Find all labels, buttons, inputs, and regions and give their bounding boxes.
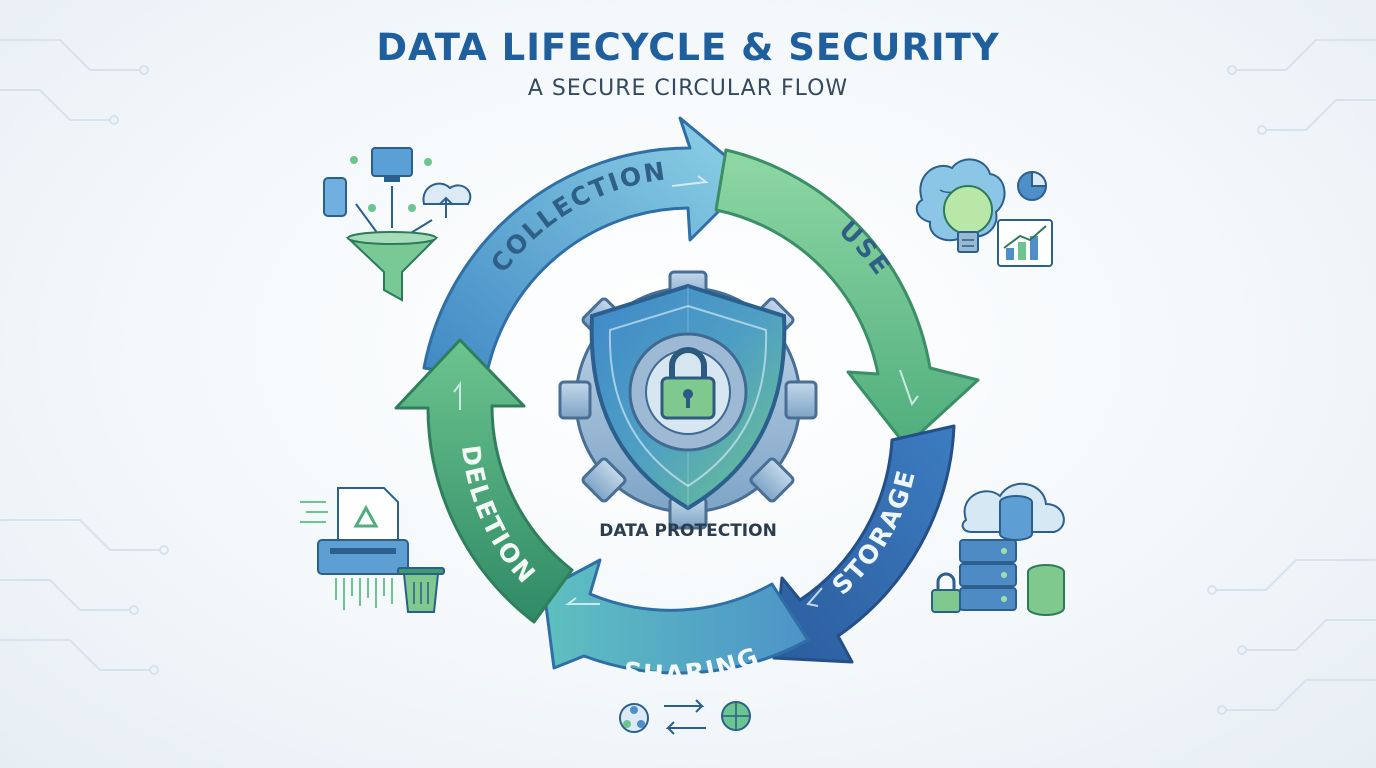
arrow-collection xyxy=(422,116,754,380)
speed-lines xyxy=(300,501,328,523)
deletion-icons xyxy=(300,487,445,613)
sharing-icons xyxy=(619,699,751,735)
page-title: DATA LIFECYCLE & SECURITY xyxy=(376,26,1000,69)
lightbulb-icon xyxy=(943,185,993,253)
shredder-icon xyxy=(317,539,409,610)
padlock-small-icon xyxy=(931,572,961,613)
funnel-icon xyxy=(345,231,439,302)
document-recycle-icon xyxy=(337,487,399,549)
arrow-hints xyxy=(453,175,919,607)
network-node-icon xyxy=(619,703,649,733)
cloud-upload-icon xyxy=(422,182,472,218)
storage-icons xyxy=(931,482,1065,616)
center-label: DATA PROTECTION xyxy=(599,521,777,541)
database-green-icon xyxy=(1027,564,1065,616)
server-icon xyxy=(959,539,1017,611)
globe-icon xyxy=(721,701,751,731)
arrow-storage xyxy=(772,424,956,664)
database-icon xyxy=(999,495,1033,541)
bar-chart-icon xyxy=(997,219,1053,267)
arrow-use xyxy=(714,148,980,448)
trash-can-icon xyxy=(397,567,445,613)
use-icons xyxy=(915,158,1053,267)
data-dots xyxy=(350,156,432,212)
collection-icons xyxy=(323,147,472,302)
circuit-decoration-left xyxy=(0,39,169,675)
padlock-icon xyxy=(660,347,716,420)
phone-icon xyxy=(323,177,347,217)
flow-lines xyxy=(355,186,433,237)
circuit-decoration-right xyxy=(1207,39,1376,715)
exchange-arrows-icon xyxy=(664,699,706,735)
arrow-deletion xyxy=(394,338,574,624)
monitor-icon xyxy=(371,147,413,182)
arrow-sharing xyxy=(542,558,810,675)
pie-chart-icon xyxy=(1017,170,1048,201)
page-subtitle: A SECURE CIRCULAR FLOW xyxy=(527,76,849,101)
